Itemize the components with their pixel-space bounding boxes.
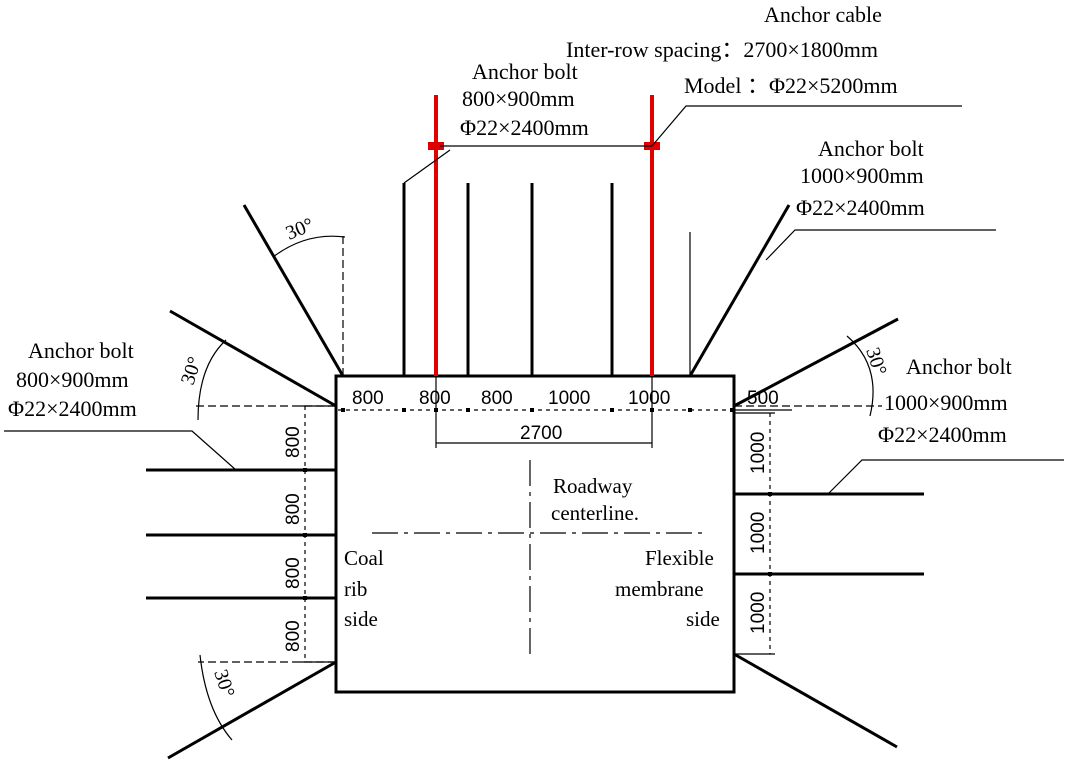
left-segment-labels: 800 800 800 800	[283, 426, 304, 652]
right-bolt-callout: Anchor bolt 1000×900mm Φ22×2400mm	[878, 354, 1012, 447]
left-bolt-callout: Anchor bolt 800×900mm Φ22×2400mm	[8, 338, 137, 421]
right-dimension-ticks	[768, 492, 772, 576]
top-segment-labels: 800 800 800 1000 1000 500 2700	[352, 388, 779, 444]
top-dim-label: 800	[481, 388, 513, 409]
corner-bolt-left	[169, 309, 337, 408]
cable-model: Model ：Φ22×5200mm	[684, 73, 898, 98]
left-bolt-model: Φ22×2400mm	[8, 396, 137, 421]
right-dim-label: 1000	[748, 592, 769, 634]
cable-plate	[428, 142, 444, 150]
centerline-line: centerline.	[551, 501, 639, 525]
leader-lines	[4, 105, 1064, 495]
corner-bolt-right	[733, 317, 899, 408]
left-bolt-title: Anchor bolt	[28, 338, 134, 363]
left-dim-label: 800	[283, 557, 304, 589]
coal-side-label: Coal rib side	[344, 546, 384, 631]
centerline-label: Roadway centerline.	[551, 474, 639, 525]
corner-bolt-upper-right	[688, 204, 791, 377]
flexible-side-line: membrane	[615, 577, 704, 601]
cable-leader	[651, 105, 962, 147]
corner-bolt-lower-left	[167, 660, 337, 760]
angle-label-lower-left: 30°	[209, 667, 239, 700]
top-dim-label: 800	[352, 388, 384, 409]
angle-marks	[195, 233, 882, 741]
right-dim-label: 1000	[748, 432, 769, 474]
top-dim-label: 1000	[548, 388, 590, 409]
angle-arc-right	[846, 335, 874, 417]
angle-arc-lower-left	[199, 654, 233, 741]
angle-label-upper-left: 30°	[283, 214, 317, 245]
corner-bolt-upper-left	[242, 204, 345, 377]
left-bolt-spacing: 800×900mm	[16, 367, 129, 392]
flexible-side-line: Flexible	[645, 546, 714, 570]
angle-arc-upper-left	[272, 235, 346, 258]
top-right-bolt-title: Anchor bolt	[818, 136, 924, 161]
left-dimension-ticks	[303, 468, 307, 600]
coal-side-line: rib	[344, 577, 367, 601]
top-dimension	[338, 376, 792, 448]
cable-spacing: Inter-row spacing：2700×1800mm	[566, 37, 878, 62]
top-bolt-spacing: 800×900mm	[462, 86, 575, 111]
centerline-line: Roadway	[553, 474, 633, 498]
corner-bolts	[167, 204, 899, 760]
flexible-side-line: side	[686, 607, 720, 631]
coal-side-line: Coal	[344, 546, 384, 570]
top-dim-label: 800	[419, 388, 451, 409]
cable-callout: Anchor cable Inter-row spacing：2700×1800…	[566, 2, 898, 98]
top-dim-label: 1000	[628, 388, 670, 409]
roof-bolts	[402, 183, 691, 376]
angle-arc-left	[197, 339, 227, 421]
top-bolt-title: Anchor bolt	[472, 59, 578, 84]
top-bolt-model: Φ22×2400mm	[460, 115, 589, 140]
right-bolt-spacing: 1000×900mm	[884, 390, 1008, 415]
top-right-bolt-leader	[765, 229, 996, 261]
right-segment-labels: 1000 1000 1000	[748, 432, 769, 634]
coal-side-line: side	[344, 607, 378, 631]
right-dimension	[734, 412, 775, 655]
left-bolt-leader	[4, 430, 237, 471]
top-right-bolt-model: Φ22×2400mm	[796, 195, 925, 220]
top-dimension-ticks	[341, 408, 734, 412]
right-dim-label: 1000	[748, 512, 769, 554]
left-dim-label: 800	[283, 426, 304, 458]
right-bolt-title: Anchor bolt	[906, 354, 1012, 379]
top-right-bolt-spacing: 1000×900mm	[800, 163, 924, 188]
top-bolt-callout: Anchor bolt 800×900mm Φ22×2400mm	[460, 59, 589, 140]
top-right-bolt-callout: Anchor bolt 1000×900mm Φ22×2400mm	[796, 136, 925, 220]
angle-label-right: 30°	[861, 345, 891, 378]
left-dim-label: 800	[283, 493, 304, 525]
right-bolt-leader	[827, 459, 1064, 495]
flexible-side-label: Flexible membrane side	[615, 546, 720, 631]
top-dim-label: 500	[747, 388, 779, 409]
left-dim-label: 800	[283, 620, 304, 652]
top-bolt-leader	[403, 149, 451, 184]
rib-bolts	[146, 468, 924, 600]
corner-bolt-lower-right	[733, 652, 898, 749]
cable-title: Anchor cable	[764, 2, 882, 27]
cable-spacing-label: 2700	[520, 423, 562, 444]
right-bolt-model: Φ22×2400mm	[878, 422, 1007, 447]
